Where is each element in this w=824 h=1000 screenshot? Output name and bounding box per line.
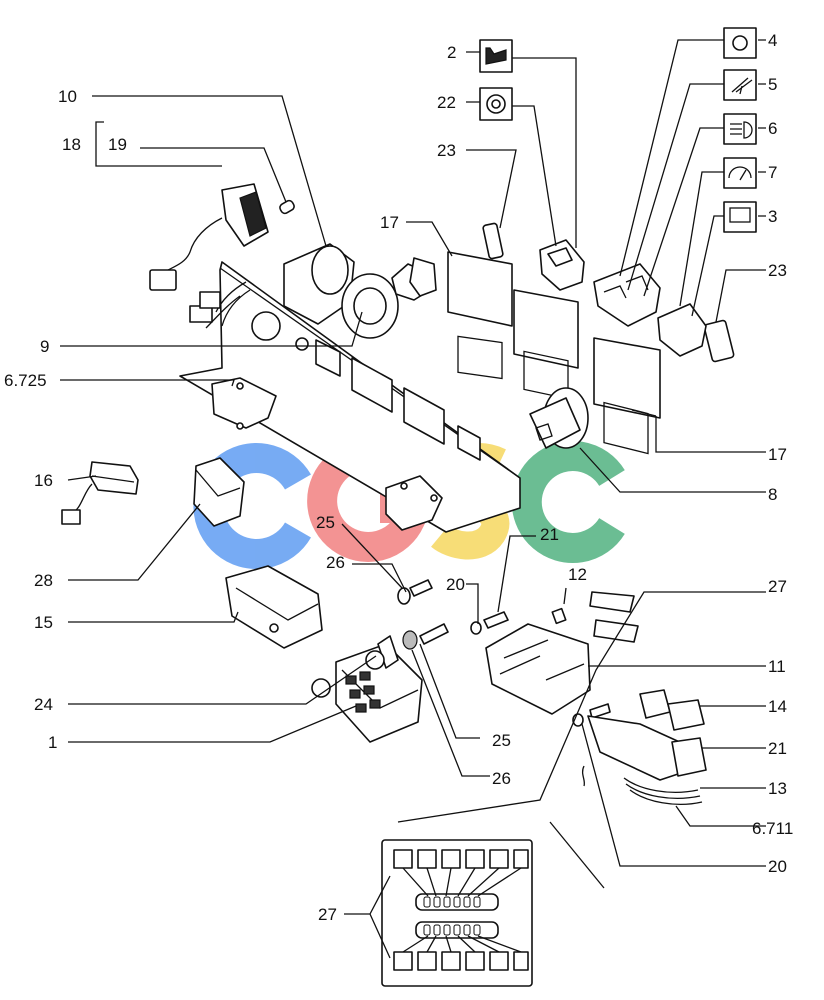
- label-21-top: 21: [540, 525, 559, 544]
- label-20-top: 20: [446, 575, 465, 594]
- label-4: 4: [768, 31, 777, 50]
- label-14: 14: [768, 697, 787, 716]
- label-7: 7: [768, 163, 777, 182]
- label-11: 11: [768, 657, 786, 676]
- label-26-top: 26: [326, 553, 345, 572]
- cap-23-right: [703, 319, 735, 363]
- label-3: 3: [768, 207, 777, 226]
- label-25-bottom: 25: [492, 731, 511, 750]
- work-light-symbol-icon: [731, 77, 753, 95]
- switch-frames: [447, 251, 661, 455]
- gauge-10: [283, 243, 355, 325]
- cap-23-left: [482, 222, 504, 260]
- label-22: 22: [437, 93, 456, 112]
- label-12: 12: [568, 565, 587, 584]
- label-23-top: 23: [437, 141, 456, 160]
- inset-symbols-bottom: [393, 951, 529, 971]
- label-17-top: 17: [380, 213, 399, 232]
- rocker-switches: [539, 239, 707, 357]
- inset-symbols-top: [393, 849, 529, 869]
- light-symbol-icon: [732, 35, 748, 51]
- label-1: 1: [48, 733, 57, 752]
- label-10: 10: [58, 87, 77, 106]
- label-17-bottom: 17: [768, 445, 787, 464]
- bracket-11: [485, 607, 591, 715]
- label-24: 24: [34, 695, 53, 714]
- label-21-bottom: 21: [768, 739, 787, 758]
- fasteners: [311, 579, 611, 727]
- relay-28: [193, 457, 245, 527]
- relays-14: [581, 689, 707, 805]
- ignition-switch-9: [341, 257, 437, 339]
- label-20-bottom: 20: [768, 857, 787, 876]
- label-2: 2: [447, 43, 456, 62]
- gauge-symbol-icon: [728, 166, 752, 181]
- headlight-symbol-icon: [730, 121, 753, 139]
- label-25-top: 25: [316, 513, 335, 532]
- item-8-socket: [529, 387, 589, 449]
- inset-panel-27: [381, 839, 533, 987]
- watermark-c2: [511, 441, 625, 563]
- label-6: 6: [768, 119, 777, 138]
- dashboard-panel: [179, 261, 521, 533]
- label-19: 19: [108, 135, 127, 154]
- label-13: 13: [768, 779, 787, 798]
- label-8: 8: [768, 485, 777, 504]
- label-15: 15: [34, 613, 53, 632]
- label-27-inset: 27: [318, 905, 337, 924]
- label-18: 18: [62, 135, 81, 154]
- label-5: 5: [768, 75, 777, 94]
- lamp-18: [149, 183, 295, 291]
- leader-lines: [60, 39, 766, 959]
- callout-labels: 2 22 23 4 5 6 7 3 23 10 18 19 17 17 9 6.…: [4, 31, 793, 924]
- module-16: [61, 461, 139, 525]
- label-23-right: 23: [768, 261, 787, 280]
- switch-symbol-covers: [479, 27, 757, 233]
- harness-left: [189, 281, 251, 329]
- label-28: 28: [34, 571, 53, 590]
- label-16: 16: [34, 471, 53, 490]
- hinge-6725: [211, 377, 443, 531]
- battery-symbol-icon: [729, 207, 751, 223]
- label-9: 9: [40, 337, 49, 356]
- label-6725: 6.725: [4, 371, 47, 390]
- flasher-15: [225, 565, 323, 649]
- label-27-right: 27: [768, 577, 787, 596]
- label-6711: 6.711: [752, 819, 793, 838]
- pad-27a: [589, 591, 635, 613]
- horn-symbol-icon: [485, 47, 507, 65]
- label-26-bottom: 26: [492, 769, 511, 788]
